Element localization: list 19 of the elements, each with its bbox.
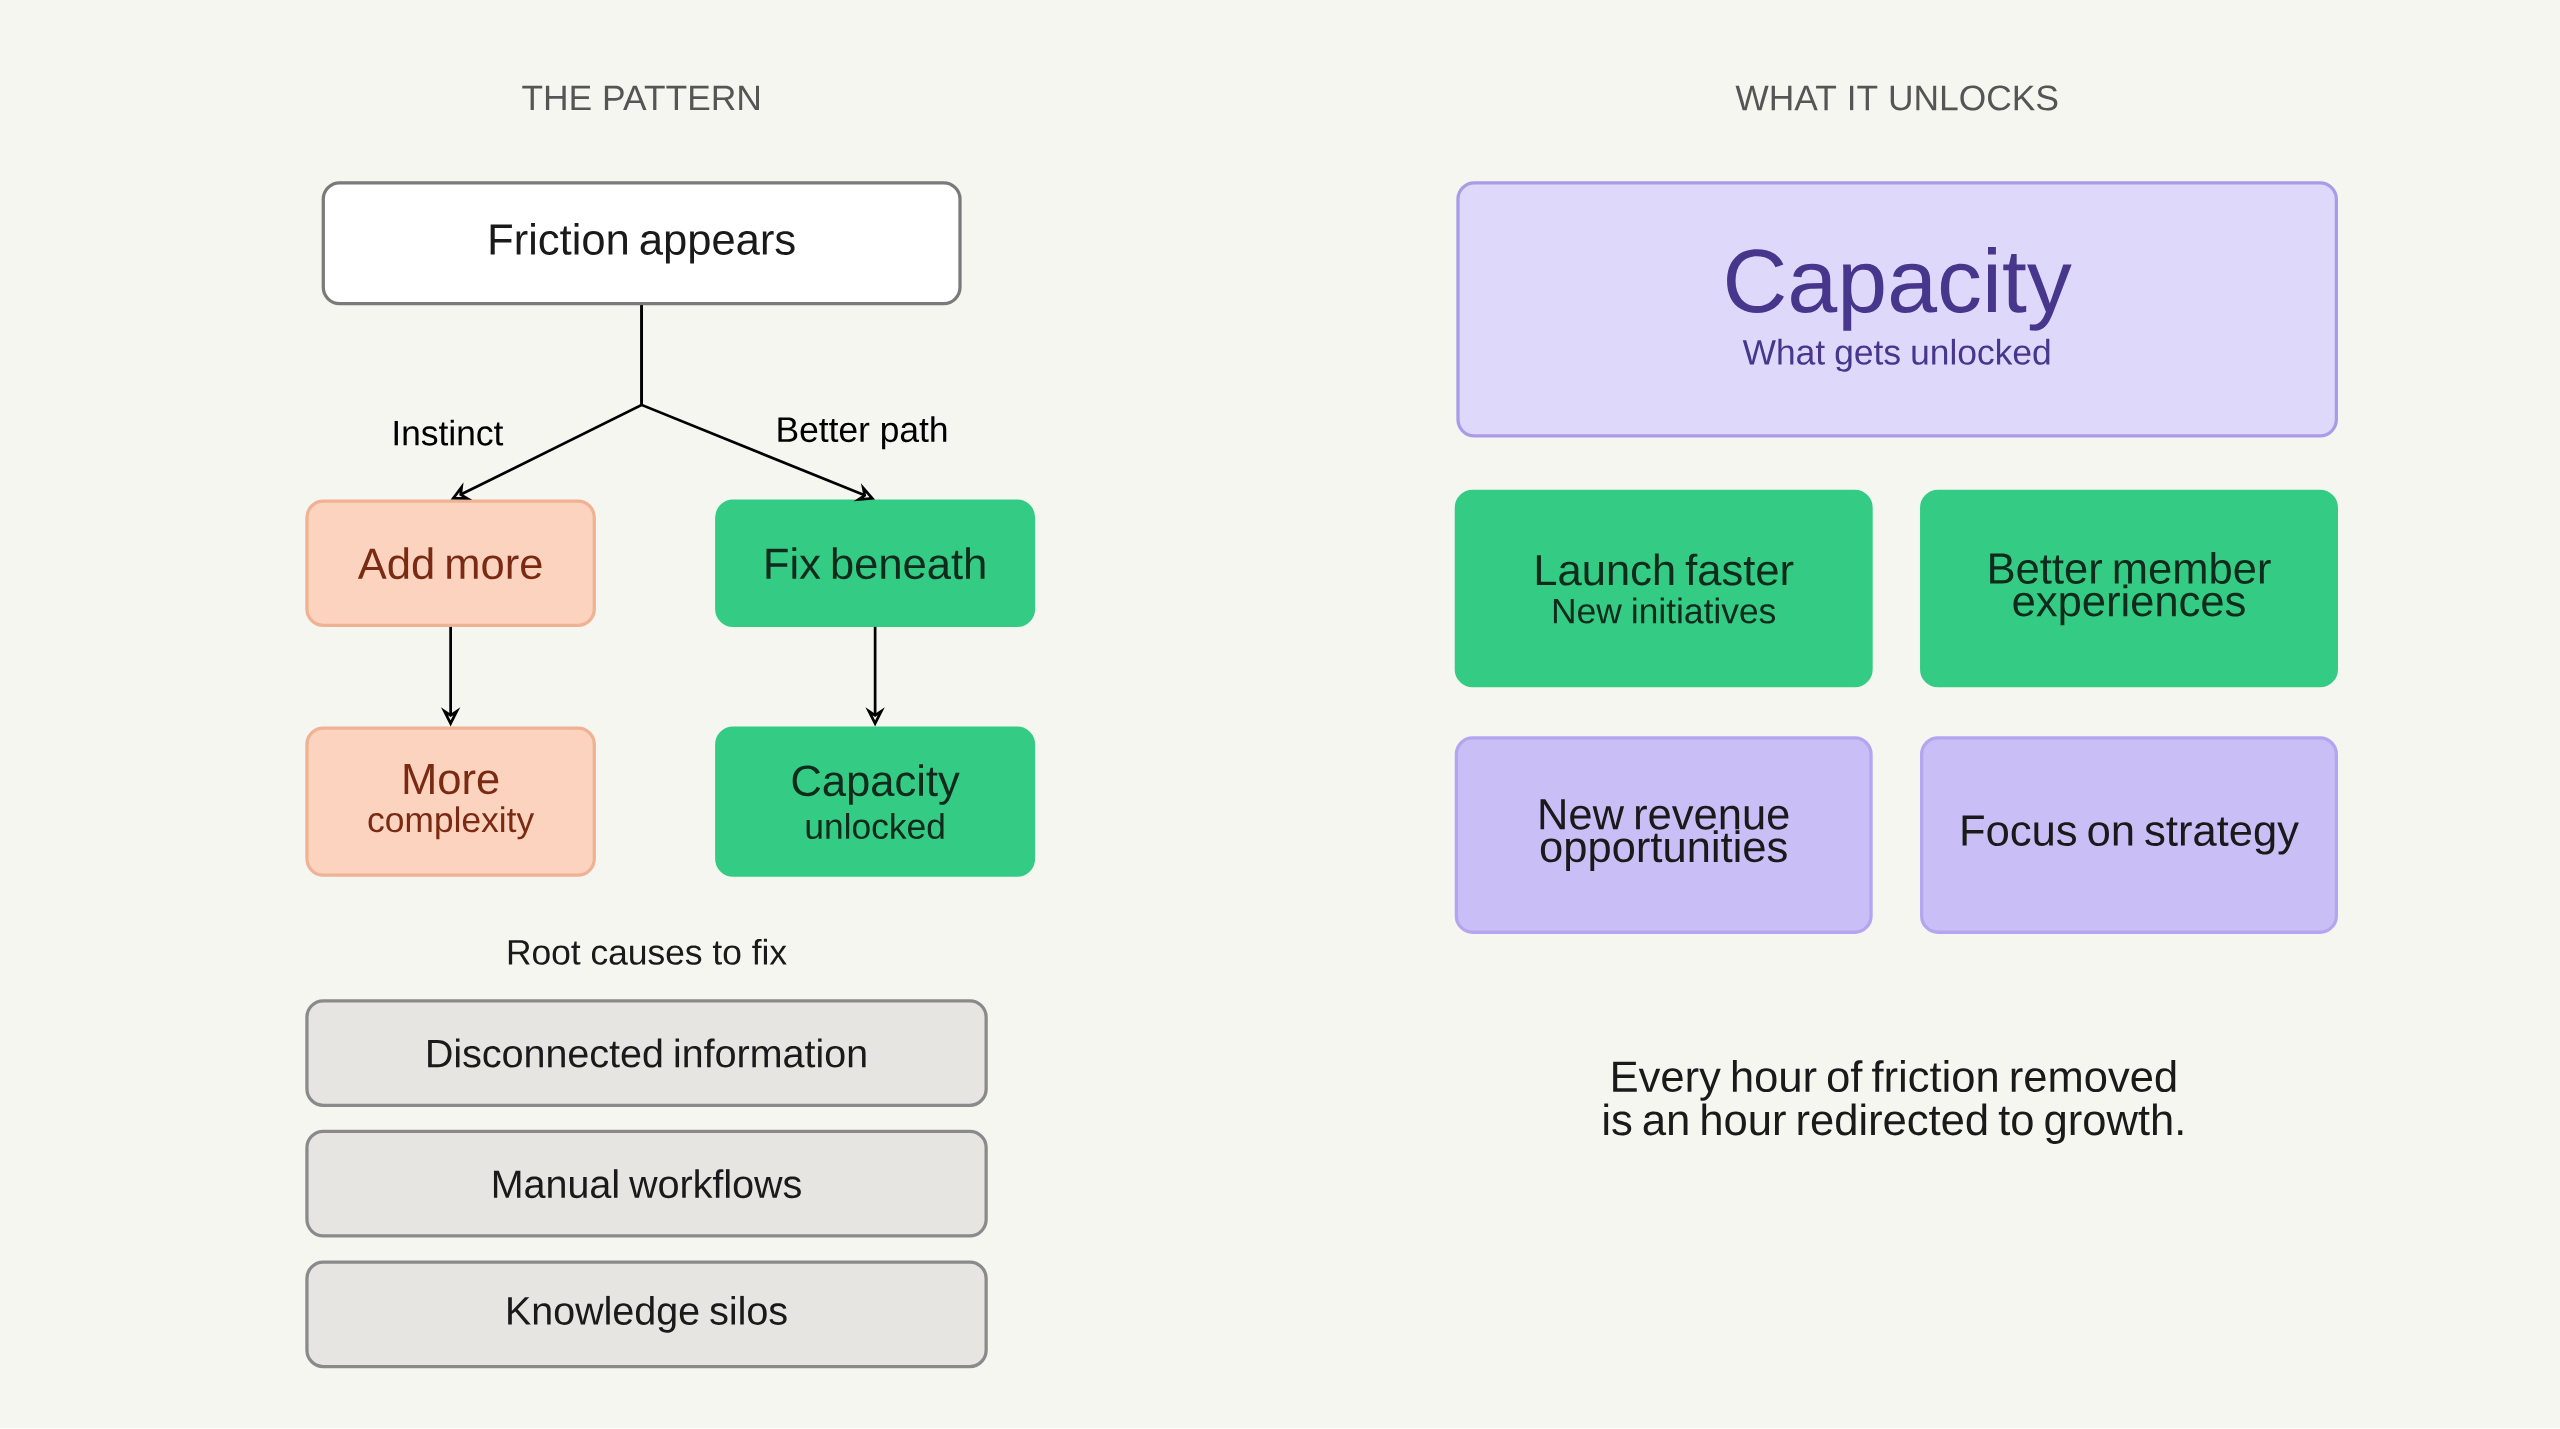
process-box: Better member experiences (1920, 490, 2338, 688)
process-box: Friction appears (321, 181, 962, 306)
section-label: Root causes to fix (508, 939, 787, 966)
outcome-box: Focus on strategy (1920, 736, 2338, 935)
process-box: Capacity unlocked (715, 726, 1036, 877)
heading-box: Capacity What gets unlocked (1456, 181, 2338, 438)
process-box: Fix beneath (715, 499, 1036, 628)
edge-label: Better path (772, 413, 952, 453)
closing-statement: Every hour of friction removed is an hour redirected to growth. (1604, 1060, 2183, 1145)
section-heading: THE PATTERN (522, 86, 759, 111)
cause-box: Disconnected information (305, 999, 988, 1108)
process-box: More complexity (305, 726, 596, 877)
cause-box: Knowledge silos (305, 1260, 988, 1369)
outcome-box: New revenue opportunities (1454, 736, 1873, 935)
process-box: Launch faster New initiatives (1454, 490, 1873, 688)
section-heading: WHAT IT UNLOCKS (1735, 85, 2058, 111)
cause-box: Manual workflows (305, 1130, 988, 1238)
edge-label: Instinct (388, 417, 507, 449)
process-box: Add more (305, 499, 596, 628)
